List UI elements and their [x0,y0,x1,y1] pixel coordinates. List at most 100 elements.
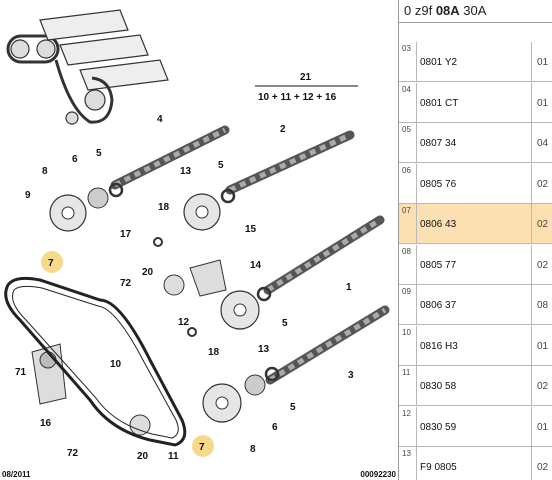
svg-text:8: 8 [42,166,48,177]
part-quantity: 01 [537,57,549,68]
row-index: 13 [402,449,411,458]
header-prefix: 0 z9f [404,3,433,18]
svg-text:5: 5 [218,160,224,171]
svg-text:12: 12 [178,317,190,328]
camshaft-3 [265,305,390,385]
callout-labels: 2 1 3 4 5 5 5 5 6 6 7 7 8 8 9 10 11 12 1… [15,114,354,462]
table-row[interactable]: 10 0816 H3 01 [399,325,552,366]
footer-code: 00092230 [360,470,396,479]
part-quantity: 08 [537,300,549,311]
svg-text:2: 2 [280,124,286,135]
table-row[interactable]: 09 0806 37 08 [399,285,552,325]
seal-5-b [220,188,236,204]
roller-12 [163,274,185,296]
part-reference: 0801 Y2 [420,57,458,68]
row-index: 05 [402,125,411,134]
diagram-canvas: 21 10 + 11 + 12 + 16 [4,9,390,462]
svg-text:6: 6 [272,422,278,433]
row-index: 12 [402,408,411,418]
part-reference: F9 0805 [420,462,457,473]
svg-text:10: 10 [110,359,122,370]
svg-text:5: 5 [96,148,102,159]
part-quantity: 02 [537,178,549,190]
exploded-parts-diagram: 21 10 + 11 + 12 + 16 [2,9,396,479]
part-quantity: 01 [537,97,549,109]
svg-text:72: 72 [120,278,132,289]
svg-text:18: 18 [208,347,220,358]
timing-belt-inner [12,285,179,439]
tensioner-16 [31,343,67,405]
svg-text:11: 11 [168,451,179,462]
part-reference: 0816 H3 [420,340,458,352]
formula-parts: 10 + 11 + 12 + 16 [258,92,337,103]
part-reference: 0830 59 [420,421,457,433]
engine-assembly-thumbnail [6,9,169,125]
row-index: 07 [402,206,411,215]
svg-text:20: 20 [137,451,149,462]
svg-text:5: 5 [282,318,288,329]
part-quantity: 01 [537,421,549,433]
part-quantity: 02 [537,381,549,392]
svg-text:14: 14 [250,260,262,271]
svg-text:72: 72 [67,448,79,459]
svg-text:3: 3 [348,370,354,381]
part-quantity: 01 [537,340,549,352]
table-row[interactable]: 12 0830 59 01 [399,406,552,447]
pulley-13-top [183,193,221,231]
svg-text:1: 1 [346,282,352,293]
tensioner-14 [189,259,227,297]
row-index: 11 [402,368,411,377]
part-quantity: 02 [537,219,549,230]
svg-text:6: 6 [72,154,78,165]
washer-17 [153,237,163,247]
svg-text:7: 7 [199,442,205,453]
svg-text:9: 9 [25,190,31,201]
roller-11 [129,414,151,436]
header-suffix: 30A [463,3,487,18]
table-row[interactable]: 06 0805 76 02 [399,163,552,204]
table-row[interactable]: 13 F9 0805 02 [399,447,552,480]
pulley-8-top [49,194,87,232]
svg-text:16: 16 [40,418,52,429]
row-index: 06 [402,165,411,175]
part-reference: 0805 76 [420,178,457,190]
part-reference: 0806 43 [420,219,457,230]
svg-text:15: 15 [245,224,257,235]
part-quantity: 04 [537,138,549,149]
table-row[interactable]: 03 0801 Y2 01 [399,42,552,82]
svg-text:7: 7 [48,258,54,269]
svg-text:18: 18 [158,202,170,213]
svg-text:8: 8 [250,444,256,455]
row-index: 10 [402,327,411,337]
row-index: 09 [402,287,411,296]
svg-text:4: 4 [157,114,163,125]
callout-7-highlight-a [41,251,63,273]
callout-7-highlight-b [192,435,214,457]
footer-date: 08/2011 [2,470,31,479]
row-index: 08 [402,246,411,256]
seal-5-a [108,182,124,198]
hub-6-bottom [244,374,266,396]
pulley-13-bottom [220,290,260,330]
camshaft-2 [225,130,355,195]
camshaft-4 [110,125,230,190]
svg-text:17: 17 [120,229,132,240]
svg-text:13: 13 [180,166,192,177]
seal-5-c [256,286,272,302]
part-reference: 0806 37 [420,300,457,311]
table-row[interactable]: 07 0806 43 02 [399,204,552,244]
svg-text:13: 13 [258,344,270,355]
part-quantity: 02 [537,462,549,473]
camshaft-1 [263,215,385,295]
panel-header: 0 z9f 08A 30A [399,0,552,23]
row-index: 04 [402,84,411,94]
formula-total: 21 [300,72,312,83]
hub-6-top [87,187,109,209]
timing-belt-10 [4,276,187,447]
row-index: 03 [402,44,411,53]
